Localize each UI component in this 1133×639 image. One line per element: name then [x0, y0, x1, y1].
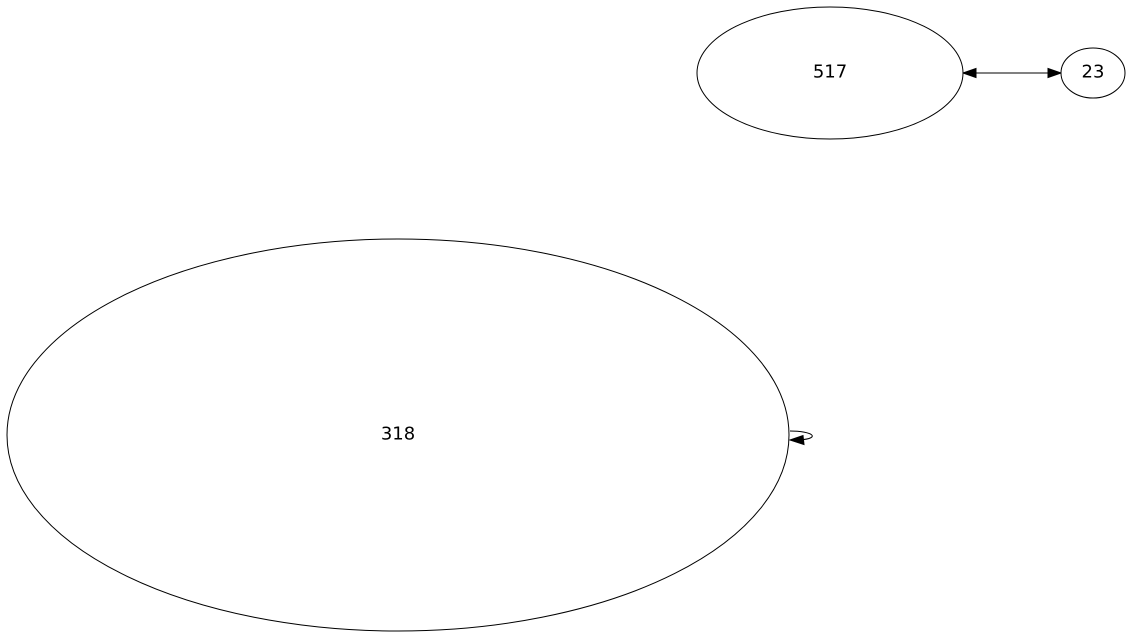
node-23-label: 23: [1082, 62, 1105, 83]
node-517-shape: [696, 6, 964, 140]
arrowhead-to-23: [1047, 67, 1063, 79]
arrowhead-to-517: [961, 67, 977, 79]
node-318-shape: [6, 238, 790, 632]
edge-318-self-loop-path: [789, 430, 813, 441]
arrowhead-to-318: [788, 434, 805, 446]
edge-517-23: [961, 67, 1063, 79]
node-318-label: 318: [381, 424, 415, 445]
edge-318-self-loop: [788, 430, 813, 446]
node-23-shape: [1060, 47, 1126, 99]
node-517-label: 517: [813, 62, 847, 83]
node-318[interactable]: 318: [6, 238, 790, 632]
node-517[interactable]: 517: [696, 6, 964, 140]
node-23[interactable]: 23: [1060, 47, 1126, 99]
